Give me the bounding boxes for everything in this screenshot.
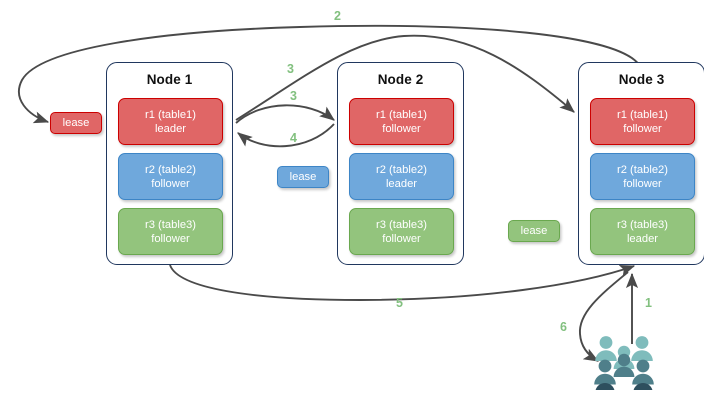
replica-name: r2 (table2) — [617, 163, 668, 176]
replica-r3[interactable]: r3 (table3) follower — [118, 208, 223, 255]
replica-r1[interactable]: r1 (table1) leader — [118, 98, 223, 145]
arrow-step-3-short — [235, 104, 335, 124]
arrow-step-6 — [579, 271, 629, 362]
step-label-6: 6 — [560, 320, 567, 334]
replica-name: r3 (table3) — [617, 218, 668, 231]
lease-badge-blue[interactable]: lease — [277, 166, 329, 188]
replica-role: follower — [382, 122, 421, 135]
replica-list: r1 (table1) follower r2 (table2) leader … — [349, 98, 454, 263]
node-title: Node 1 — [146, 72, 193, 87]
step-label-3b: 3 — [290, 89, 297, 103]
replica-role: leader — [154, 122, 187, 135]
step-label-5: 5 — [396, 296, 403, 310]
step-label-1: 1 — [645, 296, 652, 310]
replica-r2[interactable]: r2 (table2) follower — [118, 153, 223, 200]
step-label-4: 4 — [290, 131, 297, 145]
arrow-step-2 — [17, 24, 641, 124]
lease-badge-green[interactable]: lease — [508, 220, 560, 242]
replica-r2[interactable]: r2 (table2) follower — [590, 153, 695, 200]
replica-name: r2 (table2) — [376, 163, 427, 176]
node-title: Node 2 — [377, 72, 424, 87]
node-title: Node 3 — [618, 72, 665, 87]
lease-label: lease — [520, 225, 548, 237]
replica-role: follower — [623, 177, 662, 190]
replica-r3[interactable]: r3 (table3) follower — [349, 208, 454, 255]
lease-label: lease — [62, 117, 90, 129]
arrow-step-4 — [237, 123, 335, 148]
replica-r1[interactable]: r1 (table1) follower — [349, 98, 454, 145]
replica-name: r1 (table1) — [617, 108, 668, 121]
replica-role: follower — [623, 122, 662, 135]
users-group-icon — [594, 336, 654, 390]
replica-role: leader — [385, 177, 418, 190]
replica-r3[interactable]: r3 (table3) leader — [590, 208, 695, 255]
replica-list: r1 (table1) follower r2 (table2) followe… — [590, 98, 695, 263]
node-card-node-3[interactable]: Node 3 r1 (table1) follower r2 (table2) … — [578, 62, 704, 265]
step-label-3a: 3 — [287, 62, 294, 76]
replica-name: r3 (table3) — [376, 218, 427, 231]
replica-role: leader — [626, 232, 659, 245]
lease-badge-red[interactable]: lease — [50, 112, 102, 134]
replica-name: r1 (table1) — [376, 108, 427, 121]
arrow-step-3-long — [235, 34, 575, 121]
arrow-step-5 — [169, 264, 636, 301]
replica-role: follower — [151, 177, 190, 190]
replica-r2[interactable]: r2 (table2) leader — [349, 153, 454, 200]
replica-name: r1 (table1) — [145, 108, 196, 121]
replica-role: follower — [382, 232, 421, 245]
lease-label: lease — [289, 171, 317, 183]
replica-role: follower — [151, 232, 190, 245]
replica-r1[interactable]: r1 (table1) follower — [590, 98, 695, 145]
replica-name: r3 (table3) — [145, 218, 196, 231]
node-card-node-1[interactable]: Node 1 r1 (table1) leader r2 (table2) fo… — [106, 62, 233, 265]
step-label-2: 2 — [334, 9, 341, 23]
replica-name: r2 (table2) — [145, 163, 196, 176]
node-card-node-2[interactable]: Node 2 r1 (table1) follower r2 (table2) … — [337, 62, 464, 265]
replica-list: r1 (table1) leader r2 (table2) follower … — [118, 98, 223, 263]
